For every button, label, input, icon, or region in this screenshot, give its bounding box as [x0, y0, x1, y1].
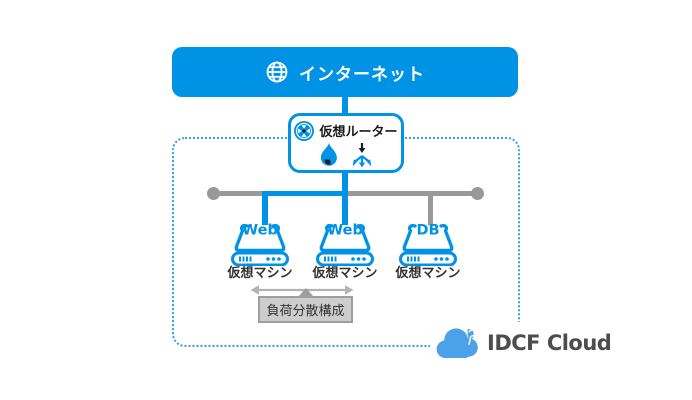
vm-label-web1: 仮想マシン — [227, 266, 293, 281]
internet-label: インターネット — [299, 64, 425, 85]
server-web1: Web — [228, 218, 292, 267]
server-role-label: Web — [242, 223, 278, 239]
connector-to-web2 — [342, 191, 348, 225]
server-role-label: Web — [327, 223, 363, 239]
router-icon — [294, 120, 315, 141]
server-db: DB — [396, 218, 460, 267]
connector-web-branch — [262, 191, 348, 196]
virtual-router-feature-icons — [317, 141, 375, 168]
connector-internet-to-router — [342, 95, 348, 117]
network-bus-endpoint-left — [207, 187, 220, 200]
internet-banner: インターネット — [172, 47, 518, 97]
virtual-router-box: 仮想ルーター — [288, 113, 404, 173]
load-balancing-pointer-icon — [297, 288, 314, 297]
load-balancing-label: 負荷分散構成 — [266, 304, 345, 319]
load-balancer-arrows-icon — [349, 142, 375, 168]
idcf-cloud-logo: IDCF Cloud — [430, 322, 616, 364]
firewall-flame-icon — [317, 141, 340, 168]
server-web2: Web — [313, 218, 377, 267]
connector-to-web1 — [262, 191, 268, 225]
idcf-cloud-logo-text: IDCF Cloud — [487, 331, 612, 355]
globe-icon — [265, 60, 289, 84]
connector-to-db — [428, 196, 433, 225]
vm-label-web2: 仮想マシン — [312, 266, 378, 281]
cloud-logo-icon — [434, 325, 480, 361]
network-bus-endpoint-right — [471, 187, 484, 200]
virtual-router-title-row: 仮想ルーター — [294, 120, 398, 141]
load-balancing-box: 負荷分散構成 — [258, 288, 353, 323]
connector-router-to-network — [342, 170, 348, 196]
virtual-router-label: 仮想ルーター — [319, 125, 398, 140]
server-role-label: DB — [416, 223, 439, 239]
vm-label-db: 仮想マシン — [395, 266, 461, 281]
